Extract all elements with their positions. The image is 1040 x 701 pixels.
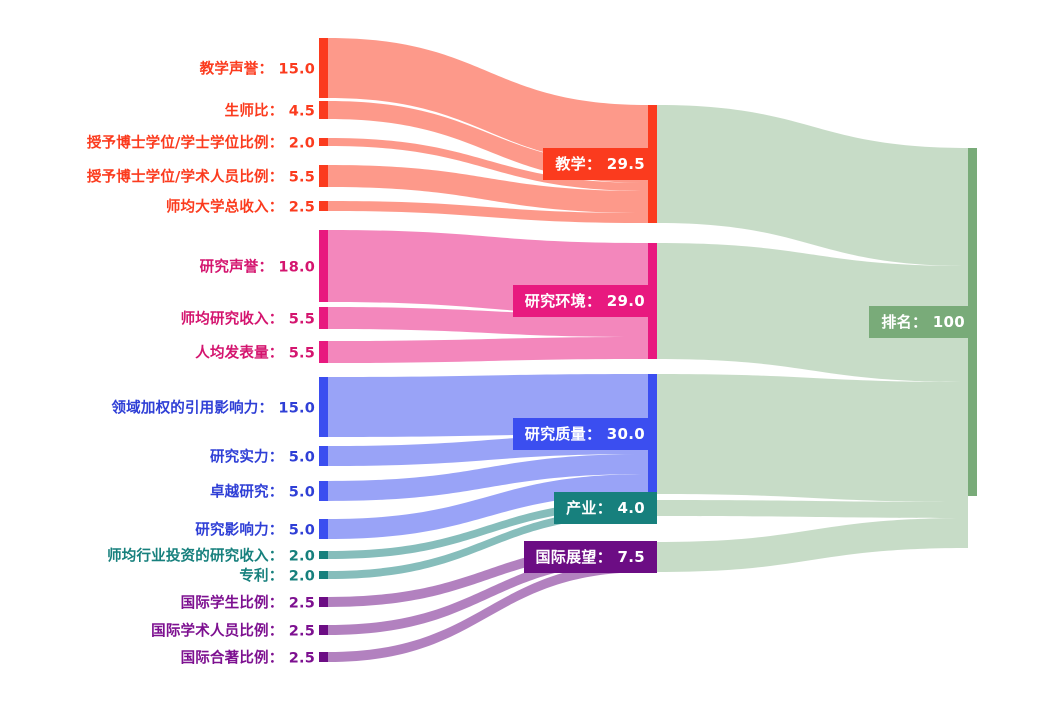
sankey-node[interactable] [319,377,328,437]
sankey-node[interactable] [319,625,328,635]
sankey-node[interactable] [319,519,328,539]
sankey-node[interactable] [319,165,328,187]
sankey-node[interactable] [319,38,328,98]
source-node-label: 国际学生比例： 2.5 [180,595,315,612]
source-node-label: 领域加权的引用影响力： 15.0 [111,400,315,417]
sankey-node[interactable] [319,481,328,501]
source-node-label: 生师比： 4.5 [224,103,315,120]
source-node-label: 教学声誉： 15.0 [199,61,315,78]
sankey-node[interactable] [319,230,328,302]
sankey-link[interactable] [657,518,968,572]
source-node-label: 卓越研究： 5.0 [209,484,315,501]
source-node-label: 国际学术人员比例： 2.5 [151,623,315,640]
sankey-node[interactable] [319,101,328,119]
sankey-node[interactable] [319,307,328,329]
sankey-link[interactable] [328,508,648,579]
sankey-link[interactable] [328,500,648,559]
sankey-link[interactable] [328,38,648,165]
sankey-node[interactable] [319,551,328,559]
sankey-link[interactable] [328,165,648,213]
source-node-label: 师均研究收入： 5.5 [180,311,315,328]
sankey-node[interactable] [319,201,328,211]
sankey-node[interactable] [319,597,328,607]
source-node-label: 研究影响力： 5.0 [195,522,315,539]
target-node-label: 排名： 100 [869,306,977,338]
sankey-link[interactable] [328,562,648,662]
stage-node-label: 教学： 29.5 [543,148,657,180]
source-node-label: 国际合著比例： 2.5 [180,650,315,667]
sankey-link[interactable] [328,201,648,223]
sankey-link[interactable] [328,474,648,539]
sankey-node[interactable] [319,446,328,466]
sankey-links-layer [328,38,968,662]
sankey-node[interactable] [319,138,328,146]
sankey-link[interactable] [328,542,648,607]
sankey-node[interactable] [319,341,328,363]
sankey-node[interactable] [319,652,328,662]
source-node-label: 师均大学总收入： 2.5 [165,199,315,216]
stage-node-label: 国际展望： 7.5 [523,541,657,573]
sankey-link[interactable] [328,454,648,501]
source-node-label: 人均发表量： 5.5 [195,345,315,362]
source-node-label: 研究声誉： 18.0 [199,259,315,276]
source-node-label: 专利： 2.0 [239,568,315,585]
sankey-node[interactable] [319,571,328,579]
sankey-link[interactable] [657,243,968,382]
source-node-label: 授予博士学位/学术人员比例： 5.5 [86,169,315,186]
stage-node-label: 研究质量： 30.0 [512,418,657,450]
sankey-link[interactable] [657,105,968,266]
stage-node-label: 产业： 4.0 [554,492,657,524]
source-node-label: 授予博士学位/学士学位比例： 2.0 [86,135,315,152]
sankey-link[interactable] [328,337,648,363]
sankey-link[interactable] [328,552,648,635]
sankey-link[interactable] [657,500,968,518]
source-node-label: 研究实力： 5.0 [209,449,315,466]
sankey-link[interactable] [657,374,968,502]
sankey-link[interactable] [328,138,648,191]
stage-node-label: 研究环境： 29.0 [512,285,657,317]
source-node-label: 师均行业投资的研究收入： 2.0 [107,548,315,565]
